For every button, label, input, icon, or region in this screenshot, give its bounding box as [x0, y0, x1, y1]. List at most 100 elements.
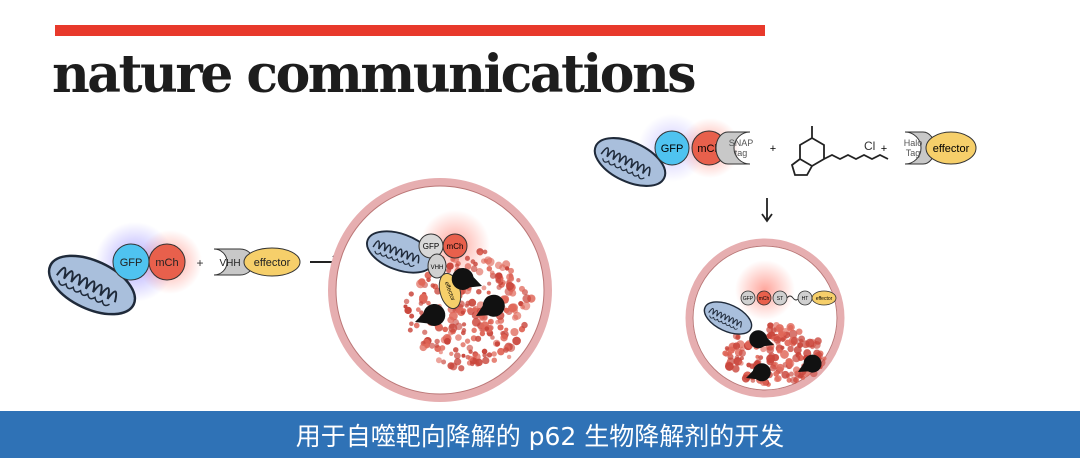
particle	[408, 291, 414, 297]
snap-label: SNAP	[729, 138, 754, 148]
particle	[479, 330, 486, 337]
particle	[494, 261, 503, 270]
particle	[780, 337, 786, 342]
plus-sign: +	[770, 143, 776, 155]
halo-tag-label: Tag	[906, 148, 921, 158]
particle	[403, 304, 408, 309]
journal-title: nature communications	[52, 44, 697, 105]
particle	[447, 316, 455, 324]
particle	[485, 257, 495, 267]
particle	[510, 327, 519, 337]
mechanism-diagram: GFP mCh + VHH effector GFP mCh VHH effec…	[38, 114, 977, 402]
particle	[460, 310, 465, 315]
particle	[455, 334, 462, 341]
particle	[461, 353, 466, 358]
particle	[446, 262, 454, 270]
particle	[732, 342, 741, 350]
snap-tag-shape	[715, 131, 751, 165]
particle	[426, 300, 431, 306]
particle	[404, 306, 412, 315]
particle	[766, 333, 773, 340]
particle	[506, 273, 514, 281]
particle	[758, 355, 764, 361]
particle	[409, 321, 414, 326]
particle	[419, 293, 428, 303]
particle	[434, 338, 440, 345]
particle	[775, 324, 784, 333]
particle	[750, 378, 756, 383]
particle	[415, 307, 421, 312]
gfp-label-inside: GFP	[743, 296, 754, 302]
particle	[466, 344, 474, 352]
particle	[471, 318, 481, 327]
caption-band: 用于自噬靶向降解的 p62 生物降解剂的开发	[0, 411, 1080, 458]
particle	[491, 351, 497, 357]
particle	[778, 330, 784, 337]
particle	[774, 375, 782, 382]
particle	[805, 338, 815, 348]
particle	[803, 349, 812, 358]
particle	[438, 350, 443, 355]
particle	[521, 301, 531, 311]
particle	[725, 362, 734, 371]
particle	[486, 290, 491, 295]
particle	[521, 321, 528, 329]
particle	[419, 310, 424, 315]
particle	[458, 365, 465, 372]
arrow-down-icon	[761, 198, 773, 223]
particle	[503, 307, 510, 314]
particle	[464, 263, 472, 270]
particle	[732, 365, 740, 373]
halo-label: Halo	[904, 138, 923, 148]
particle	[512, 336, 521, 346]
particle	[786, 359, 795, 368]
particle	[418, 301, 424, 306]
particle	[442, 326, 448, 333]
particle	[460, 330, 466, 336]
particle	[792, 366, 801, 374]
particle	[430, 283, 436, 288]
particle	[799, 338, 804, 343]
particle	[790, 336, 799, 345]
particle	[814, 337, 822, 345]
ht-label-inside: HT	[802, 296, 809, 302]
particle	[494, 341, 501, 347]
particle	[773, 336, 782, 344]
particle	[441, 359, 447, 365]
particle	[497, 347, 505, 356]
particle	[428, 342, 436, 349]
particle	[489, 270, 495, 276]
mch-label: mCh	[697, 143, 720, 155]
particle	[792, 354, 801, 363]
particle	[776, 363, 785, 372]
particle	[487, 281, 492, 286]
gfp-label: GFP	[120, 257, 143, 269]
particle	[482, 356, 490, 365]
particle	[481, 285, 487, 291]
particle	[448, 323, 458, 333]
particle	[727, 346, 735, 354]
vhh-label: VHH	[219, 258, 240, 269]
effector-label-inside: effector	[816, 296, 833, 302]
particle	[467, 355, 473, 361]
gfp-label: GFP	[661, 143, 684, 155]
particle	[508, 267, 514, 274]
particle	[506, 354, 512, 360]
particle	[424, 343, 430, 349]
particle	[786, 322, 795, 332]
particle	[781, 370, 790, 379]
plus-sign-2: +	[881, 143, 887, 155]
particle	[509, 289, 517, 297]
particle	[503, 347, 509, 353]
particle	[471, 327, 477, 333]
effector-label: effector	[254, 257, 291, 269]
particle	[439, 345, 446, 351]
particle	[495, 272, 503, 279]
particle	[790, 376, 798, 385]
particle	[475, 267, 484, 276]
particle	[434, 343, 440, 348]
degrader-icon	[798, 354, 822, 373]
particle	[483, 258, 488, 263]
particle	[516, 278, 521, 283]
particle	[409, 313, 415, 319]
